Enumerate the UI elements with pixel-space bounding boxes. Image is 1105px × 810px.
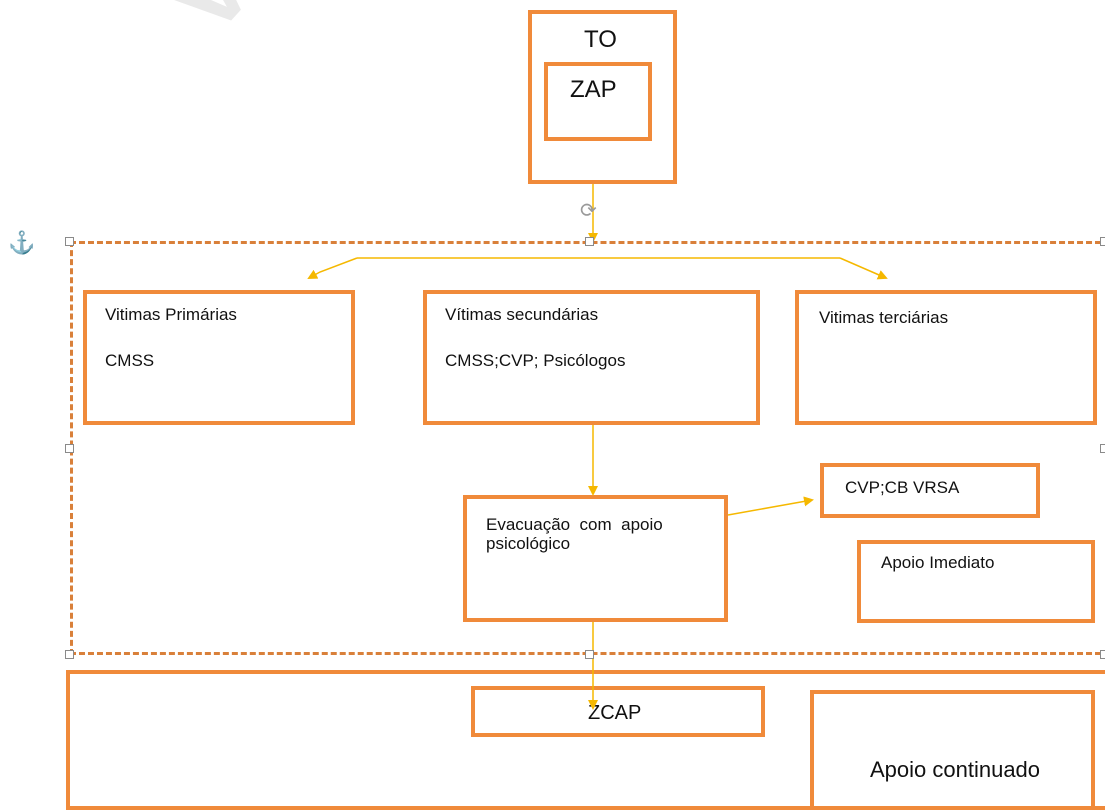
tertiary-victims-title: Vitimas terciárias xyxy=(819,308,949,327)
zcap-box[interactable] xyxy=(471,686,765,737)
rotate-handle-icon[interactable]: ⟳ xyxy=(580,200,597,222)
selection-handle[interactable] xyxy=(585,237,594,246)
selection-handle[interactable] xyxy=(1100,650,1105,659)
selection-handle[interactable] xyxy=(585,650,594,659)
connectors-layer xyxy=(307,184,888,710)
immediate-support-label: Apoio Imediato xyxy=(881,553,995,572)
zcap-label: ZCAP xyxy=(588,702,642,724)
connector-evacuation-cvp xyxy=(727,496,814,516)
zap-box[interactable] xyxy=(544,62,652,141)
secondary-victims-box[interactable] xyxy=(423,290,760,425)
evacuation-line1: Evacuação com apoio xyxy=(486,515,663,534)
evacuation-box[interactable] xyxy=(463,495,728,622)
secondary-victims-title: Vítimas secundárias xyxy=(445,305,599,324)
continued-support-label: Apoio continuado xyxy=(870,757,1041,782)
cvp-label: CVP;CB VRSA xyxy=(845,478,960,497)
zap-label: ZAP xyxy=(570,76,617,103)
cvp-box[interactable] xyxy=(820,463,1040,518)
connector-to-tertiary xyxy=(839,257,888,280)
secondary-victims-detail: CMSS;CVP; Psicólogos xyxy=(445,351,626,370)
primary-victims-detail: CMSS xyxy=(105,351,155,370)
tertiary-victims-box[interactable] xyxy=(795,290,1097,425)
selection-handle[interactable] xyxy=(65,444,74,453)
primary-victims-title: Vitimas Primárias xyxy=(105,305,237,324)
selection-handle[interactable] xyxy=(65,650,74,659)
selection-handle[interactable] xyxy=(65,237,74,246)
connector-to-primary xyxy=(307,257,358,279)
to-label: TO xyxy=(584,26,617,53)
immediate-support-box[interactable] xyxy=(857,540,1095,623)
selection-handle[interactable] xyxy=(1100,444,1105,453)
selection-handle[interactable] xyxy=(1100,237,1105,246)
anchor-icon[interactable]: ⚓ xyxy=(8,230,36,255)
evacuation-line2: psicológico xyxy=(486,534,571,553)
primary-victims-box[interactable] xyxy=(83,290,355,425)
